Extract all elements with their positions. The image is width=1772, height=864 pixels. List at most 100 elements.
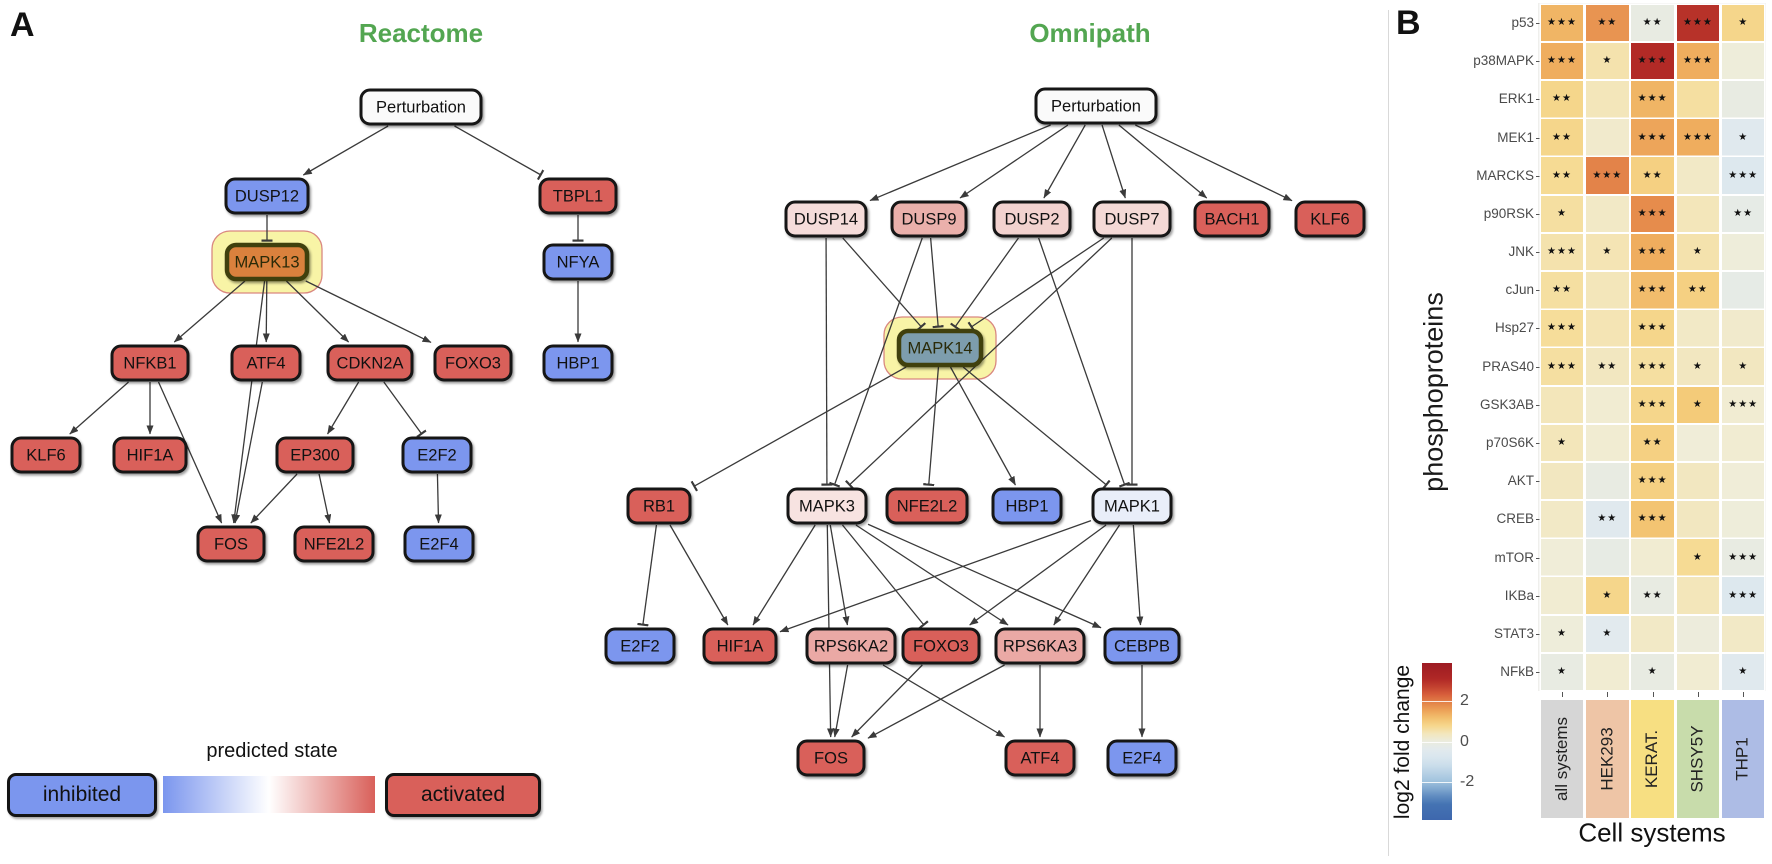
edge-pert_o-bach1 [1118, 124, 1208, 199]
edge-dusp2-mapk1 [1038, 237, 1131, 488]
heatmap-row-label: IKBa [1504, 587, 1534, 603]
significance-stars: ★ [1557, 627, 1567, 639]
significance-stars: ★ [1738, 666, 1749, 678]
omnipath-edges [637, 124, 1293, 739]
colorbar-tick [1422, 700, 1452, 702]
node-label-NFYA: NFYA [557, 254, 600, 272]
node-label-ATF4: ATF4 [1020, 750, 1059, 768]
column-header-text: all systems [1552, 716, 1572, 802]
heatmap-cell [1586, 386, 1629, 424]
edge-mapk13-atf4_r [262, 280, 270, 343]
network-node-MAPK13 [224, 242, 310, 282]
heatmap-cell [1721, 119, 1765, 156]
significance-stars: ★ [1692, 360, 1703, 372]
column-header-text: HEK293 [1597, 727, 1617, 791]
heatmap-cell [1631, 4, 1674, 42]
heatmap-row-label: GSK3AB [1479, 396, 1534, 412]
heatmap-x-axis-label: Cell systems [1578, 817, 1726, 848]
y-axis-tick [1536, 252, 1540, 254]
colorbar-label: log2 fold change [1391, 664, 1414, 820]
heatmap-cell [1540, 233, 1584, 271]
network-node-TBPL1 [538, 177, 618, 215]
y-axis-tick [1536, 404, 1540, 406]
edge-pert_o-dusp9 [959, 124, 1069, 199]
significance-stars: ★★★ [1637, 322, 1668, 334]
network-node-DUSP7 [1092, 200, 1172, 238]
heatmap-cell [1540, 386, 1584, 424]
heatmap-row-label: STAT3 [1493, 625, 1534, 641]
column-header-text: THP1 [1733, 737, 1753, 781]
significance-stars: ★★ [1642, 17, 1663, 28]
significance-stars: ★★★ [1547, 360, 1577, 372]
colorbar-tick [1422, 782, 1452, 784]
node-label-DUSP9: DUSP9 [901, 211, 956, 229]
heatmap-cell [1631, 310, 1674, 347]
heatmap-cell [1540, 157, 1584, 194]
heatmap-cell [1586, 539, 1629, 576]
y-axis-tick [1536, 328, 1540, 330]
legend-inhibited-box: inhibited [7, 773, 157, 817]
y-axis-tick [1536, 99, 1540, 101]
network-node-DUSP12 [224, 177, 310, 215]
network-node-E2F4 [403, 525, 475, 563]
edge-mapk13-foxo3_r [305, 280, 432, 343]
node-label-MAPK1: MAPK1 [1104, 498, 1160, 516]
network-node-EP300 [275, 436, 355, 474]
y-axis-tick [1536, 137, 1540, 139]
edge-rps6ka2-atf4_o [882, 664, 1005, 738]
heatmap-cell [1586, 81, 1629, 118]
network-node-E2F4 [1106, 739, 1178, 777]
significance-stars: ★★★ [1728, 169, 1759, 181]
edge-atf4_r-fos_r [233, 381, 263, 524]
network-node-NFE2L2 [885, 487, 969, 525]
network-node-HBP1 [991, 487, 1063, 525]
edge-nfkb1-fos_r [157, 381, 223, 524]
node-label-ATF4: ATF4 [246, 355, 285, 373]
significance-stars: ★★★ [1637, 475, 1668, 487]
node-label-CDKN2A: CDKN2A [337, 355, 404, 373]
edge-dusp9-mapk14 [929, 237, 944, 329]
node-label-DUSP7: DUSP7 [1104, 211, 1159, 229]
node-label-BACH1: BACH1 [1204, 211, 1259, 229]
node-label-MAPK13: MAPK13 [234, 254, 299, 272]
node-label-KLF6: KLF6 [1310, 211, 1349, 229]
heatmap-cell [1631, 501, 1674, 538]
edge-dusp2-mapk14 [950, 237, 1019, 331]
heatmap-cell [1721, 653, 1765, 691]
heatmap-cell [1676, 539, 1720, 576]
y-axis-tick [1536, 672, 1540, 674]
heatmap-row-label: NFkB [1500, 664, 1534, 680]
significance-stars: ★ [1692, 246, 1703, 258]
edge-mapk1-hif1a_o [779, 520, 1092, 633]
heatmap-cell [1721, 272, 1765, 309]
heatmap-cell [1721, 424, 1765, 462]
edge-pert_r-dusp12 [302, 125, 389, 176]
heatmap-cell [1676, 233, 1720, 271]
node-label-FOXO3: FOXO3 [445, 355, 501, 373]
edge-rps6ka2-fos_o [832, 664, 849, 738]
heatmap-row-label: MARCKS [1476, 167, 1534, 183]
node-label-E2F4: E2F4 [1122, 750, 1161, 768]
significance-stars: ★ [1602, 246, 1613, 258]
edge-rb1-hif1a_o [669, 524, 729, 626]
significance-stars: ★★★ [1637, 360, 1668, 372]
significance-stars: ★★ [1733, 207, 1754, 219]
significance-stars: ★ [1602, 55, 1613, 67]
heatmap-cell [1586, 501, 1629, 538]
significance-stars: ★★ [1552, 93, 1572, 105]
significance-stars: ★ [1557, 666, 1567, 678]
edge-dusp14-mapk14 [842, 237, 927, 332]
network-node-DUSP14 [784, 200, 868, 238]
heatmap-cell [1721, 386, 1765, 424]
significance-stars: ★★ [1552, 131, 1572, 143]
panel-divider [1388, 10, 1389, 856]
significance-stars: ★★ [1552, 169, 1572, 181]
heatmap-row-label: p90RSK [1483, 205, 1534, 221]
x-axis-tick [1743, 692, 1745, 697]
edge-pert_o-dusp7 [1101, 124, 1127, 199]
significance-stars: ★★★ [1637, 131, 1668, 143]
edge-dusp14-mapk3 [821, 237, 833, 486]
significance-stars: ★ [1557, 436, 1567, 448]
heatmap-row-label: PRAS40 [1482, 358, 1534, 374]
network-node-MAPK1 [1091, 487, 1173, 525]
